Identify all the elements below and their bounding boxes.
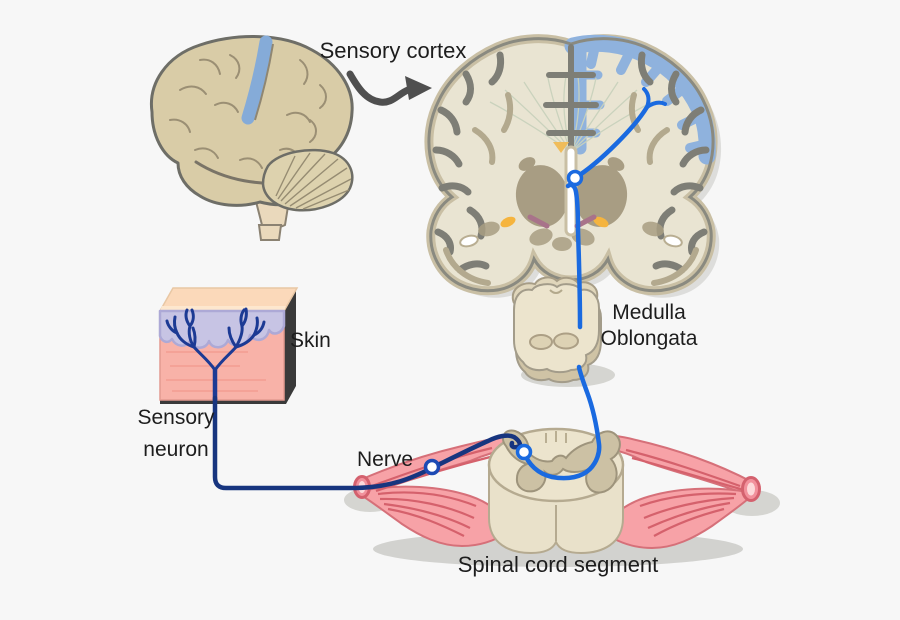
sensory-neuron-label-line2: neuron	[143, 437, 209, 461]
medulla-label-line1: Medulla	[612, 301, 686, 324]
skin-block-icon	[158, 287, 299, 404]
coronal-brain-icon	[424, 34, 722, 308]
second-order-neuron-axon	[521, 364, 602, 481]
medulla-label-line2: Oblongata	[600, 326, 698, 350]
sensory-neuron-label: Sensory neuron	[137, 402, 214, 465]
gray-matter-butterfly	[502, 429, 621, 494]
dorsal-root-ganglion-node	[423, 458, 441, 476]
dorsal-sulcus-ticks	[545, 431, 567, 443]
first-order-neuron-axon	[212, 395, 523, 491]
ventricle-slit	[553, 142, 578, 237]
skin-label: Skin	[290, 329, 331, 352]
dorsal-horn-synapse-node	[515, 443, 533, 461]
gyri-lines	[443, 92, 699, 286]
pathway-icon	[212, 87, 667, 491]
right-spinal-nerve	[597, 434, 761, 549]
nerve-label: Nerve	[357, 448, 414, 471]
midline-fissure	[543, 44, 599, 151]
lateral-sensory-cortex-strip	[241, 35, 274, 125]
sensory-cortex-label: Sensory cortex	[319, 38, 467, 63]
dermis-lines	[166, 351, 266, 392]
lateral-brain-icon	[149, 35, 354, 241]
thalamus-to-cortex-axon	[572, 104, 650, 181]
medulla-oblongata-label: Medulla Oblongata	[601, 300, 698, 351]
spinal-cord-segment-label: Spinal cord segment	[457, 552, 659, 577]
arrow-icon	[346, 70, 432, 106]
thalamus-synapse-node	[566, 169, 584, 187]
lateral-sulci	[169, 54, 327, 169]
cerebellum	[261, 148, 354, 212]
sensory-neuron-label-line1: Sensory	[137, 406, 215, 429]
nerve-endings	[165, 307, 266, 403]
spinal-cord-icon	[344, 427, 780, 567]
